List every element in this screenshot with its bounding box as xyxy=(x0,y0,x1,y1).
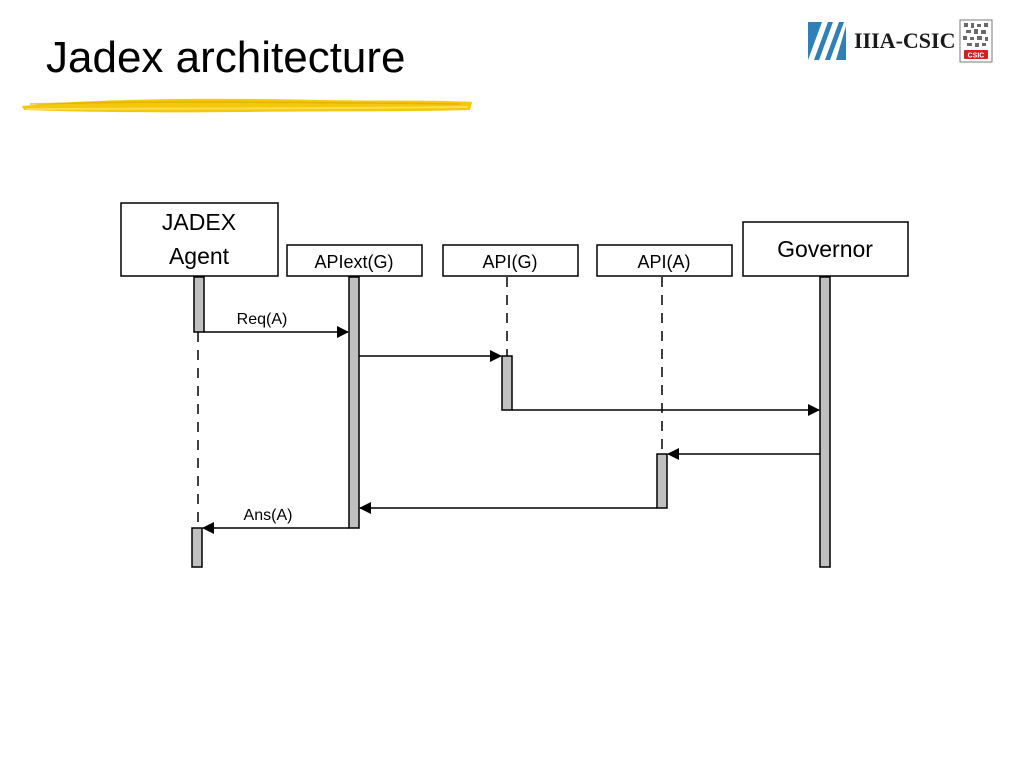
lifeline-api-g-label: API(G) xyxy=(482,252,537,272)
activation-apiext-g xyxy=(348,276,360,529)
seal-text: CSIC xyxy=(968,53,985,60)
lifeline-agent-label-2: Agent xyxy=(169,243,230,269)
lifeline-api-a: API(A) xyxy=(596,244,733,277)
iiia-logo-icon xyxy=(808,22,846,60)
message-req-label: Req(A) xyxy=(237,311,288,328)
activation-agent-1 xyxy=(193,276,205,333)
lifeline-apiext-g: APIext(G) xyxy=(286,244,423,277)
lifeline-governor-label: Governor xyxy=(777,236,873,262)
lifeline-governor: Governor xyxy=(742,221,909,277)
lifeline-api-a-label: API(A) xyxy=(637,252,690,272)
message-ans-label: Ans(A) xyxy=(244,507,293,524)
activation-api-a xyxy=(656,453,668,509)
title-underline xyxy=(22,98,472,113)
lifeline-apiext-g-label: APIext(G) xyxy=(314,252,393,272)
org-name: IIIA-CSIC xyxy=(854,28,956,53)
activation-agent-2 xyxy=(191,527,203,568)
activation-api-g xyxy=(501,355,513,411)
org-logo: IIIA-CSIC CSIC xyxy=(808,18,993,64)
activation-governor xyxy=(819,276,831,568)
lifeline-agent: JADEX Agent xyxy=(120,202,279,277)
csic-seal-icon: CSIC xyxy=(959,19,993,63)
lifeline-agent-label-1: JADEX xyxy=(162,209,236,235)
slide-title: Jadex architecture xyxy=(46,33,406,82)
lifeline-api-g: API(G) xyxy=(442,244,579,277)
